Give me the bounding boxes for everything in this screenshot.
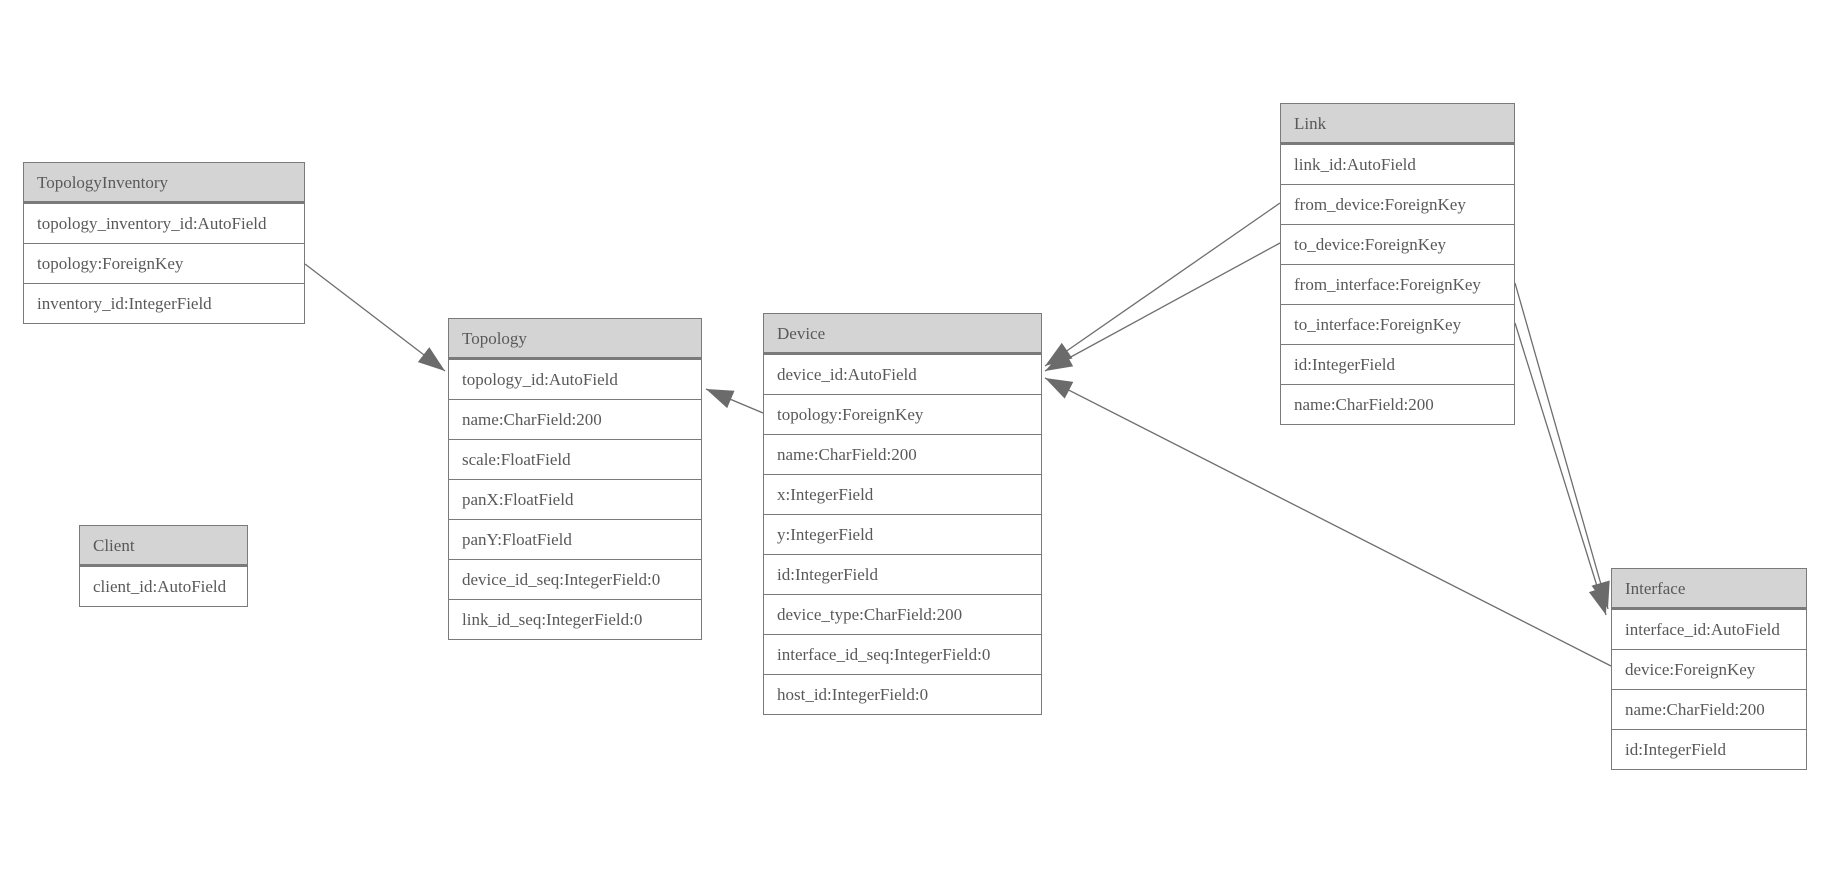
field-row: y:IntegerField <box>764 514 1041 554</box>
field-row: device_id_seq:IntegerField:0 <box>449 559 701 599</box>
entity-link: Link link_id:AutoField from_device:Forei… <box>1280 103 1515 425</box>
field-row: id:IntegerField <box>1612 729 1806 769</box>
field-row: id:IntegerField <box>764 554 1041 594</box>
field-row: panX:FloatField <box>449 479 701 519</box>
field-row: topology_inventory_id:AutoField <box>24 203 304 243</box>
field-row: topology_id:AutoField <box>449 359 701 399</box>
field-row: client_id:AutoField <box>80 566 247 606</box>
edge-interface-device-to-device <box>1044 377 1612 667</box>
field-row: to_device:ForeignKey <box>1281 224 1514 264</box>
field-row: name:CharField:200 <box>1612 689 1806 729</box>
field-row: link_id_seq:IntegerField:0 <box>449 599 701 639</box>
entity-device: Device device_id:AutoField topology:Fore… <box>763 313 1042 715</box>
field-row: to_interface:ForeignKey <box>1281 304 1514 344</box>
entity-client: Client client_id:AutoField <box>79 525 248 607</box>
edge-link-from_device-to-device <box>1044 202 1281 367</box>
field-row: device_id:AutoField <box>764 354 1041 394</box>
field-row: inventory_id:IntegerField <box>24 283 304 323</box>
edge-link-to_device-to-device <box>1044 242 1281 372</box>
field-row: device:ForeignKey <box>1612 649 1806 689</box>
field-row: from_interface:ForeignKey <box>1281 264 1514 304</box>
edge-link-from_interface-to-interface <box>1514 282 1610 610</box>
field-row: name:CharField:200 <box>1281 384 1514 424</box>
field-row: scale:FloatField <box>449 439 701 479</box>
field-row: x:IntegerField <box>764 474 1041 514</box>
field-row: interface_id:AutoField <box>1612 609 1806 649</box>
edge-device-topology-to-topology <box>705 388 764 414</box>
entity-topology: Topology topology_id:AutoField name:Char… <box>448 318 702 640</box>
entity-title: Client <box>80 526 247 566</box>
entity-title: Link <box>1281 104 1514 144</box>
field-row: name:CharField:200 <box>449 399 701 439</box>
field-row: topology:ForeignKey <box>24 243 304 283</box>
entity-title: Topology <box>449 319 701 359</box>
field-row: panY:FloatField <box>449 519 701 559</box>
field-row: interface_id_seq:IntegerField:0 <box>764 634 1041 674</box>
edge-topologyinventory-topology-to-topology <box>304 263 446 372</box>
entity-title: TopologyInventory <box>24 163 304 203</box>
entity-interface: Interface interface_id:AutoField device:… <box>1611 568 1807 770</box>
field-row: id:IntegerField <box>1281 344 1514 384</box>
field-row: topology:ForeignKey <box>764 394 1041 434</box>
field-row: link_id:AutoField <box>1281 144 1514 184</box>
entity-title: Interface <box>1612 569 1806 609</box>
field-row: device_type:CharField:200 <box>764 594 1041 634</box>
edge-link-to_interface-to-interface <box>1514 322 1607 616</box>
field-row: name:CharField:200 <box>764 434 1041 474</box>
field-row: from_device:ForeignKey <box>1281 184 1514 224</box>
field-row: host_id:IntegerField:0 <box>764 674 1041 714</box>
entity-topologyinventory: TopologyInventory topology_inventory_id:… <box>23 162 305 324</box>
entity-title: Device <box>764 314 1041 354</box>
